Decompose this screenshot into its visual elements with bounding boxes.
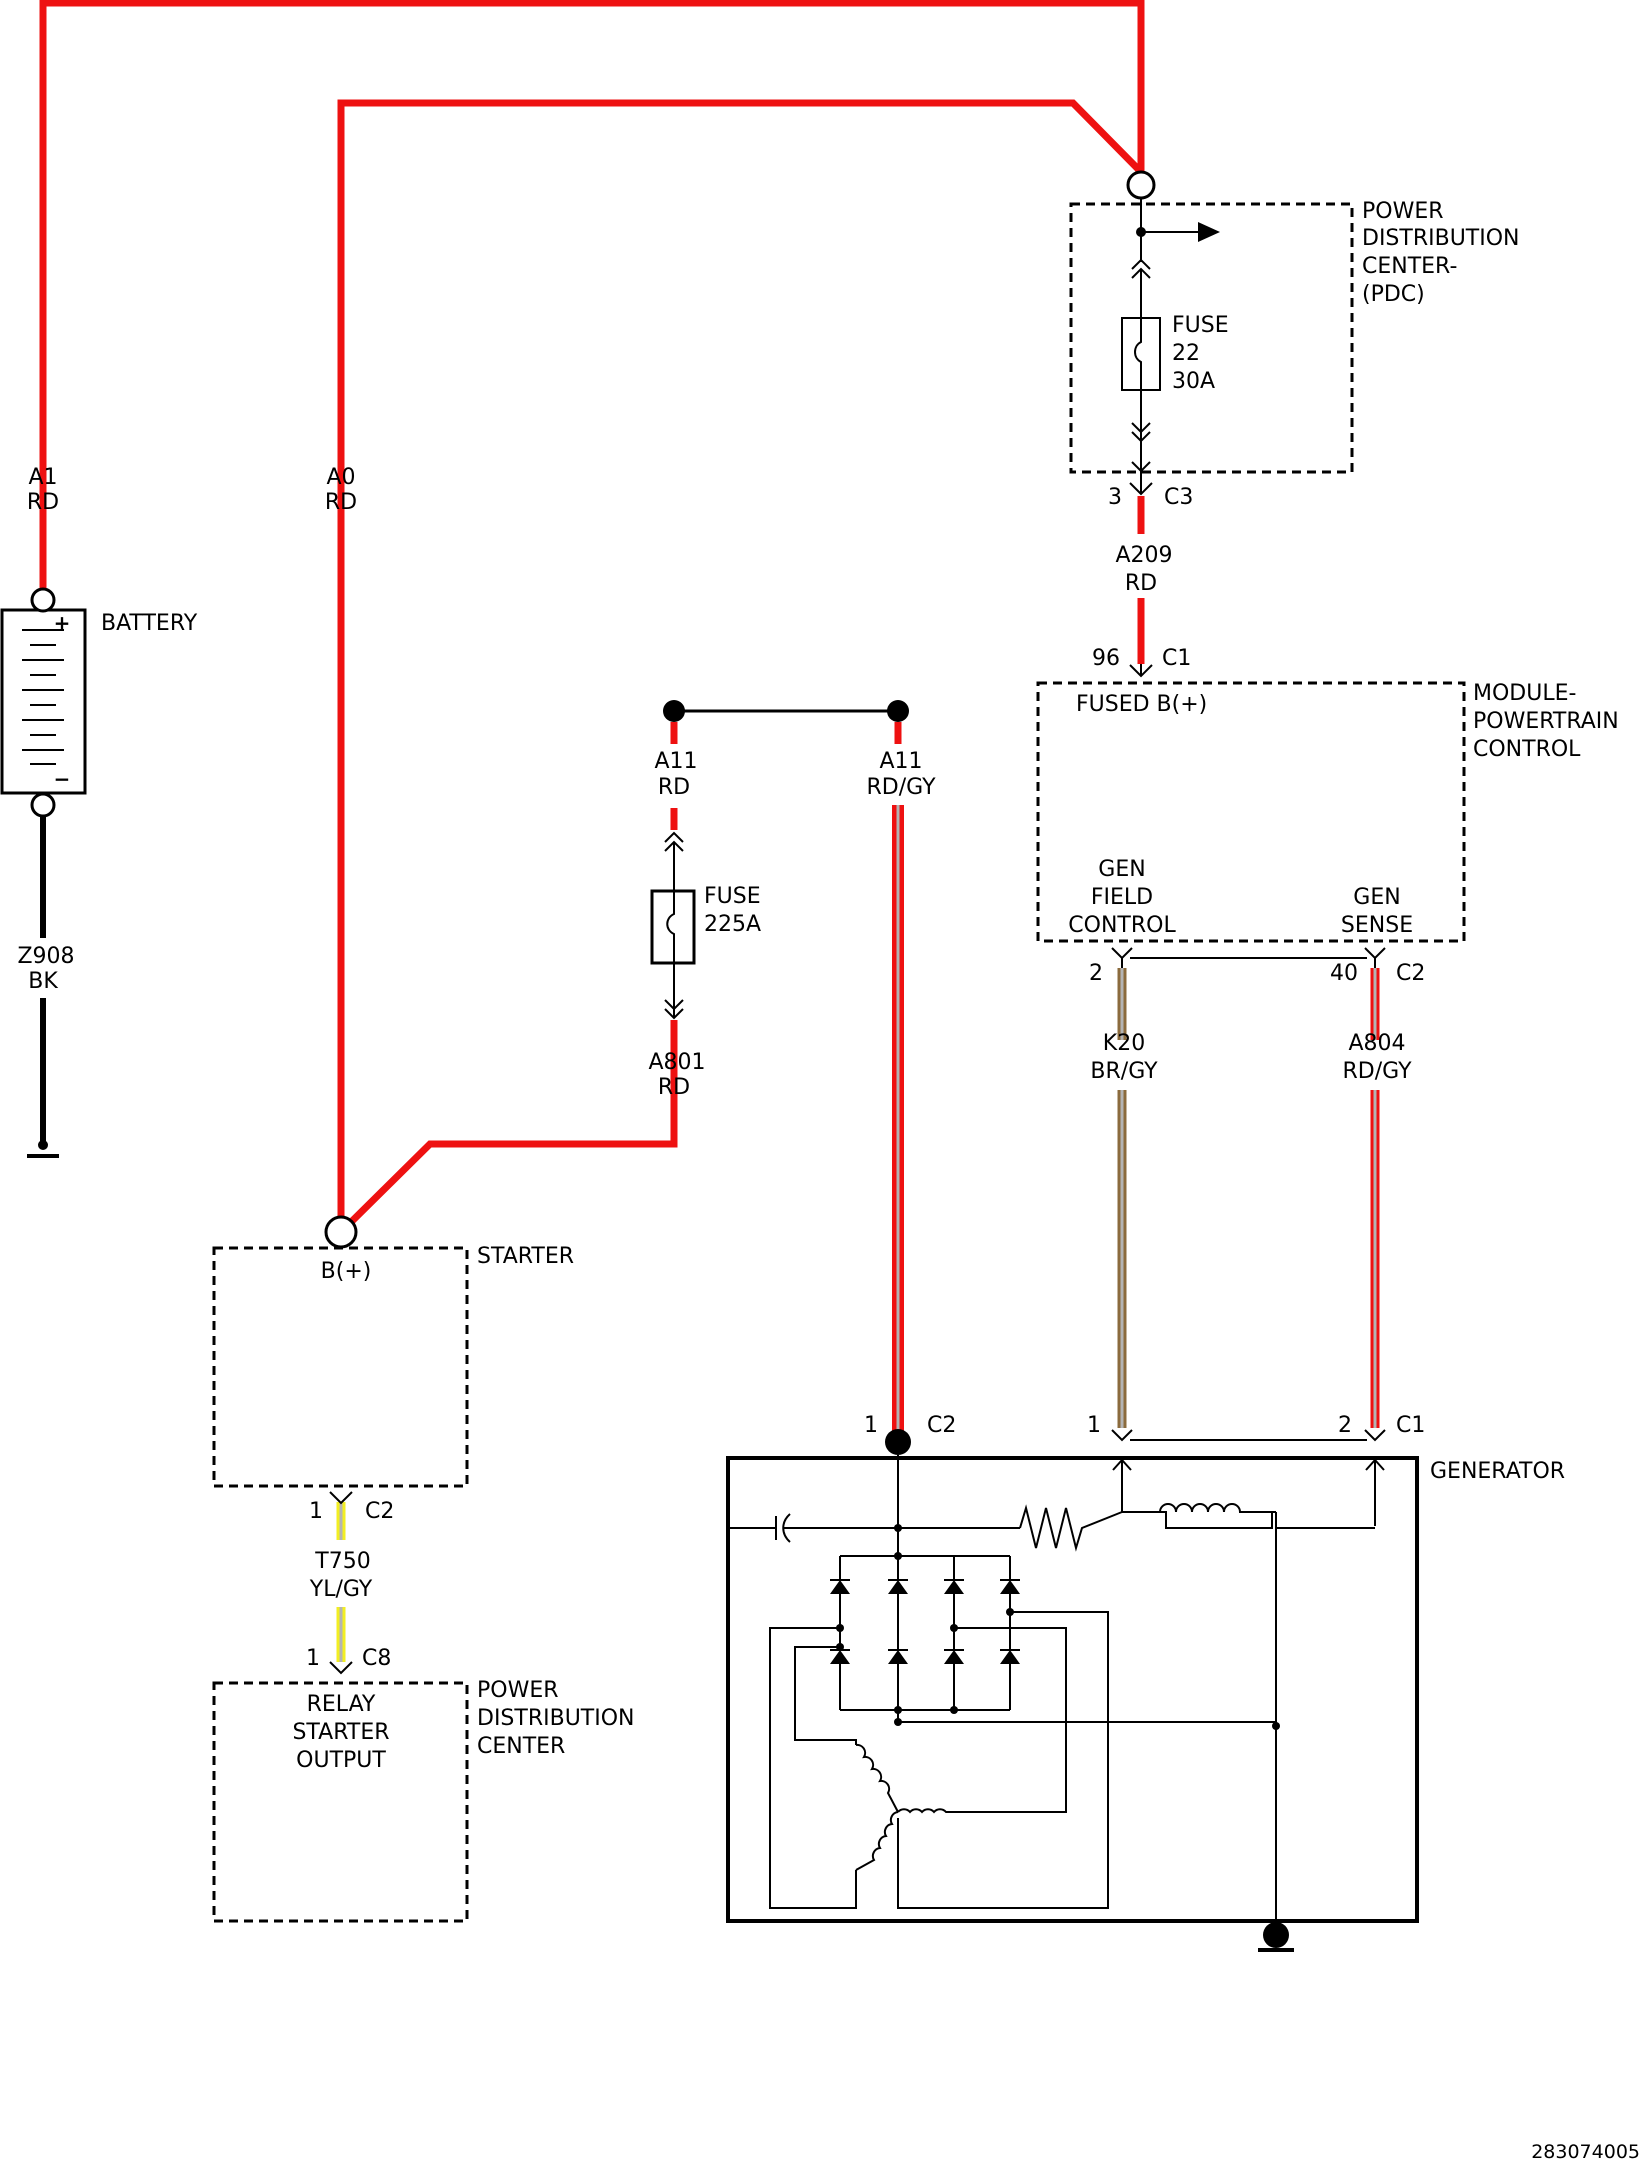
pdc-title-l1: POWER	[1362, 199, 1444, 224]
pcm-gen-field-l2: FIELD	[1091, 885, 1153, 910]
pcm-gen-sense-l2: SENSE	[1341, 913, 1413, 938]
pdc-title-l4: (PDC)	[1362, 282, 1425, 307]
fuse225-l2: 225A	[704, 912, 761, 937]
wire-z908-color: BK	[28, 969, 58, 994]
wire-a0	[337, 99, 1144, 1222]
fuse-225-icon	[650, 889, 696, 965]
starter-c2-conn: C2	[365, 1499, 394, 1524]
fuse-225-assembly	[650, 700, 909, 1020]
wire-a1-color: RD	[27, 490, 59, 515]
pdc-c3-conn: C3	[1164, 485, 1193, 510]
wire-t750-color: YL/GY	[309, 1577, 373, 1602]
battery: + −	[0, 587, 87, 818]
pcm-c1-pin: 96	[1092, 646, 1120, 671]
relay-pdc-title-l2: DISTRIBUTION	[477, 1706, 635, 1731]
generator-title: GENERATOR	[1430, 1459, 1565, 1484]
pcm-box	[1036, 664, 1466, 968]
gen-c1-sense-conn: C1	[1396, 1413, 1425, 1438]
fuse22-l1: FUSE	[1172, 313, 1229, 338]
battery-minus: −	[54, 767, 71, 791]
starter-terminal: B(+)	[321, 1259, 372, 1284]
arrow-right-icon	[1198, 222, 1220, 242]
wire-a804-code: A804	[1348, 1031, 1405, 1056]
pcm-c2-sense-pin: 40	[1330, 961, 1358, 986]
pdc-c3-pin: 3	[1108, 485, 1122, 510]
pdc-box	[1069, 170, 1354, 496]
stator-winding-icon	[855, 1743, 899, 1813]
wire-z908-code: Z908	[17, 944, 74, 969]
pdc-title-l2: DISTRIBUTION	[1362, 226, 1520, 251]
wire-a801	[338, 1020, 678, 1235]
battery-label: BATTERY	[101, 611, 198, 636]
wire-a209-color: RD	[1125, 571, 1157, 596]
wire-a801-color: RD	[658, 1075, 690, 1100]
pdc-title-l3: CENTER-	[1362, 254, 1457, 279]
relay-pdc-title-l1: POWER	[477, 1678, 559, 1703]
wire-a209-code: A209	[1115, 543, 1172, 568]
regulator-resistor-icon	[1019, 1504, 1123, 1552]
pcm-gen-field-l3: CONTROL	[1068, 913, 1176, 938]
wire-a804-color: RD/GY	[1342, 1059, 1412, 1084]
wire-a11-rdgy-code: A11	[879, 749, 922, 774]
fuse225-l1: FUSE	[704, 884, 761, 909]
gen-c1-field-pin: 1	[1087, 1413, 1101, 1438]
pcm-c2-sense-conn: C2	[1396, 961, 1425, 986]
relay-pdc-inner-l2: STARTER	[292, 1720, 389, 1745]
relay-pdc-box	[212, 1661, 469, 1923]
pcm-fused-b: FUSED B(+)	[1076, 692, 1207, 717]
pcm-gen-sense-l1: GEN	[1353, 885, 1400, 910]
relay-pdc-inner-l3: OUTPUT	[296, 1748, 386, 1773]
generator-box	[726, 1429, 1419, 1952]
pcm-title-l1: MODULE-	[1473, 681, 1576, 706]
wire-k20-color: BR/GY	[1090, 1059, 1158, 1084]
wire-a1	[39, 0, 1145, 600]
wire-a0-code: A0	[326, 465, 355, 490]
relay-pdc-title-l3: CENTER	[477, 1734, 565, 1759]
wire-t750-code: T750	[314, 1549, 370, 1574]
gen-c2-pin: 1	[864, 1413, 878, 1438]
diode-bridge-icon	[830, 1579, 1020, 1726]
gen-c2-conn: C2	[927, 1413, 956, 1438]
starter-c2-pin: 1	[309, 1499, 323, 1524]
wire-k20-code: K20	[1103, 1031, 1145, 1056]
pcm-c2-field-pin: 2	[1089, 961, 1103, 986]
wire-a801-code: A801	[648, 1050, 705, 1075]
doc-number: 283074005	[1531, 2141, 1640, 2161]
starter-title: STARTER	[477, 1244, 574, 1269]
pcm-title-l3: CONTROL	[1473, 737, 1581, 762]
wire-a11-rdgy-color: RD/GY	[866, 775, 936, 800]
pcm-c1-conn: C1	[1162, 646, 1191, 671]
pdc-c8-pin: 1	[306, 1646, 320, 1671]
battery-plus: +	[54, 611, 71, 635]
wire-a11-rd-code: A11	[654, 749, 697, 774]
fuse-22-icon	[1121, 317, 1161, 391]
wire-z908	[27, 812, 59, 1158]
wire-a1-code: A1	[28, 465, 57, 490]
fuse22-l2: 22	[1172, 341, 1200, 366]
gen-c1-sense-pin: 2	[1338, 1413, 1352, 1438]
field-coil-icon	[1159, 1503, 1276, 1513]
pcm-title-l2: POWERTRAIN	[1473, 709, 1619, 734]
wire-a0-color: RD	[325, 490, 357, 515]
fuse22-l3: 30A	[1172, 369, 1215, 394]
pcm-gen-field-l1: GEN	[1098, 857, 1145, 882]
wire-a11-rd-color: RD	[658, 775, 690, 800]
starter-box	[212, 1215, 469, 1505]
relay-pdc-inner-l1: RELAY	[307, 1692, 376, 1717]
pdc-c8-conn: C8	[362, 1646, 391, 1671]
